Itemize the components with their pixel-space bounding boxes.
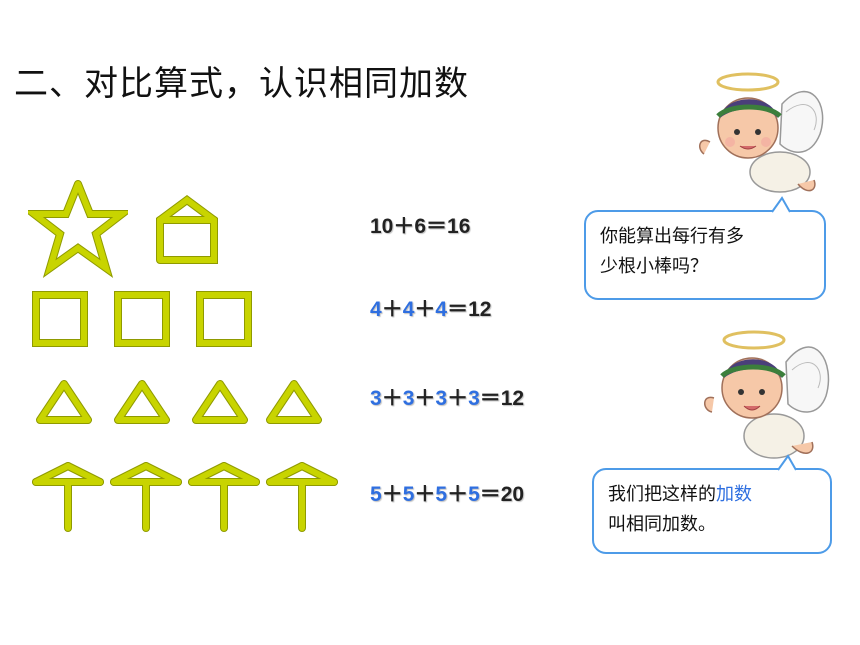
equation-term: ＋ [414, 483, 436, 506]
equation-term: ＝ [447, 298, 469, 321]
equation-term: 20 [500, 483, 525, 506]
equation-row-3: 3＋3＋3＋3＝12 [370, 382, 524, 412]
triangle-sticks-4 [266, 380, 322, 424]
equation-term: ＋ [414, 387, 436, 410]
equation-term: 12 [468, 298, 492, 321]
bubble2-line-2: 叫相同加数。 [608, 514, 716, 535]
speech-bubble-explanation: 我们把这样的加数 叫相同加数。 [592, 468, 832, 554]
equation-term: ＝ [426, 215, 448, 238]
star-sticks [28, 180, 128, 278]
umbrella-sticks-1 [32, 462, 104, 532]
umbrella-sticks-2 [110, 462, 182, 532]
equation-term: ＝ [479, 387, 501, 410]
angel-illustration-bottom [704, 330, 830, 459]
umbrella-sticks-4 [266, 462, 338, 532]
bubble-line-1: 你能算出每行有多 [600, 226, 744, 247]
equation-row-1: 10＋6＝16 [370, 210, 470, 240]
equation-term: 16 [447, 215, 471, 238]
equation-term: 5 [370, 483, 382, 506]
equation-term: ＋ [381, 298, 403, 321]
bubble-line-2: 少根小棒吗？ [600, 256, 708, 277]
equation-term: ＋ [393, 215, 415, 238]
equation-term: ＋ [447, 483, 469, 506]
umbrella-sticks-3 [188, 462, 260, 532]
equation-term: 5 [435, 483, 448, 506]
bubble2-highlight: 加数 [716, 484, 752, 505]
equation-term: 4 [370, 298, 382, 321]
triangle-sticks-3 [192, 380, 248, 424]
triangle-sticks-1 [36, 380, 92, 424]
equation-term: 10 [370, 215, 394, 238]
equation-term: ＋ [447, 387, 469, 410]
equation-row-4: 5＋5＋5＋5＝20 [370, 478, 524, 508]
triangle-sticks-2 [114, 380, 170, 424]
equation-row-2: 4＋4＋4＝12 [370, 293, 491, 323]
equation-term: 3 [468, 387, 480, 410]
equation-term: 4 [402, 298, 415, 321]
angel-illustration-top [699, 72, 824, 193]
equation-term: 5 [402, 483, 415, 506]
equation-term: ＝ [479, 483, 501, 506]
bubble-tail-top [771, 196, 791, 213]
bubble-tail-bottom [777, 454, 797, 471]
square-sticks-3 [196, 291, 252, 347]
equation-term: 3 [370, 387, 382, 410]
square-sticks-2 [114, 291, 170, 347]
page-title: 二、对比算式，认识相同加数 [14, 64, 469, 104]
equation-term: ＋ [381, 483, 403, 506]
equation-term: 5 [468, 483, 480, 506]
speech-bubble-question: 你能算出每行有多 少根小棒吗？ [584, 210, 826, 300]
equation-term: 12 [500, 387, 525, 410]
equation-term: 6 [414, 215, 427, 238]
equation-term: ＋ [414, 298, 436, 321]
equation-term: ＋ [381, 387, 403, 410]
equation-term: 3 [435, 387, 448, 410]
bubble2-line-1: 我们把这样的加数 [608, 480, 816, 510]
house-sticks [156, 195, 218, 264]
bubble2-text-pre: 我们把这样的 [608, 484, 716, 505]
equation-term: 4 [435, 298, 448, 321]
square-sticks-1 [32, 291, 88, 347]
equation-term: 3 [402, 387, 415, 410]
